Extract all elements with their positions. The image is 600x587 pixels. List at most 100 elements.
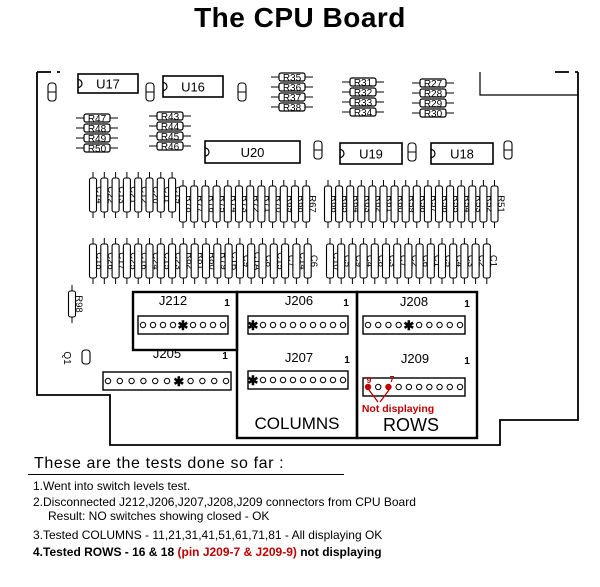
pack-r44-body xyxy=(156,121,184,131)
j209-pin-0 xyxy=(364,383,372,391)
low-right-label-2: C9 xyxy=(353,255,364,267)
j212-pin-3 xyxy=(169,321,177,329)
low-left-6-body xyxy=(156,243,165,279)
low-left-label-14: C1A xyxy=(252,252,263,271)
pack-label-r27: R27 xyxy=(424,79,443,90)
j212-pin1-label: 1 xyxy=(224,298,230,309)
top-res-left-label-9: R69 xyxy=(284,195,295,212)
pack-r33-body xyxy=(349,97,377,107)
pack-r49-body xyxy=(83,133,111,143)
chip-u19-label: U19 xyxy=(359,147,383,162)
top-res-left-11-body xyxy=(302,185,311,223)
top-res-right-7-body xyxy=(401,185,410,223)
j205-pin-7 xyxy=(187,377,194,385)
j209-pin-7 xyxy=(436,383,443,391)
low-left-0-body xyxy=(88,243,98,279)
pack-r38-body xyxy=(278,102,306,112)
pack-label-r32: R32 xyxy=(354,88,373,99)
low-right-label-3: C4 xyxy=(364,255,375,267)
low-right-8-body xyxy=(415,243,424,279)
low-right-label-8: C6 xyxy=(420,255,431,267)
low-right-label-11: C4 xyxy=(454,255,465,267)
low-right-label-12: C3 xyxy=(465,255,476,267)
j209-label: J209 xyxy=(401,351,429,366)
j209-pin-8 xyxy=(446,383,453,391)
j207-pin-8 xyxy=(329,376,337,384)
top-res-right-label-5: R61 xyxy=(384,195,395,212)
j212-label: J212 xyxy=(159,293,187,308)
top-res-left-6-body xyxy=(246,185,255,223)
j212-pin-0 xyxy=(139,321,147,329)
j207-pin-6 xyxy=(309,376,317,384)
top-res-left-label-1: R77 xyxy=(195,195,206,212)
j209-pin-5 xyxy=(415,383,423,391)
j209-pin-3 xyxy=(395,383,402,391)
top-res-right-label-8: R58 xyxy=(417,195,428,212)
top-res-left-1-body xyxy=(190,185,199,223)
test-item-4-pins: (pin J209-7 & J209-9) xyxy=(177,545,297,559)
top-res-left-5-body xyxy=(234,185,244,223)
annotation-arrow-a xyxy=(368,389,379,403)
low-left-11-body xyxy=(213,243,222,279)
low-right-label-1: C5 xyxy=(342,255,353,267)
low-right-13-body xyxy=(471,243,480,279)
low-left-3-body xyxy=(122,243,131,279)
pack-label-r30: R30 xyxy=(424,109,443,120)
j209-pin1-label: 1 xyxy=(464,356,470,367)
j208-pin-9 xyxy=(456,321,464,329)
pack-r37-body xyxy=(278,92,306,102)
j208-pin-3 xyxy=(395,321,402,329)
top-res-right-label-13: R53 xyxy=(473,195,484,212)
top-res-left-8-body xyxy=(268,185,277,223)
low-right-2-body xyxy=(348,243,357,279)
j205-pin-2 xyxy=(128,377,135,385)
j208-pin-0 xyxy=(364,321,372,329)
j209-pin-6 xyxy=(426,383,433,391)
j207-pin-4 xyxy=(289,376,297,384)
chip-u19-notch xyxy=(339,148,345,159)
top-res-left-label-3: R75 xyxy=(217,195,228,212)
j207-pin-2 xyxy=(269,376,277,384)
pack-r29-body xyxy=(419,98,447,108)
low-left-label-19: C6 xyxy=(308,255,319,267)
top-res-left-10-body xyxy=(290,185,300,223)
pack-label-r49: R49 xyxy=(88,134,107,145)
r98-body xyxy=(67,290,77,318)
tests-heading: These are the tests done so far : xyxy=(34,455,285,472)
j207-pin-7 xyxy=(319,376,327,384)
top-cap-6-body xyxy=(156,177,165,213)
low-right-label-4: C8 xyxy=(375,255,386,267)
top-res-right-8-body xyxy=(412,185,421,223)
top-res-left-9-body xyxy=(279,185,288,223)
top-res-left-label-8: R70 xyxy=(273,195,284,212)
low-right-label-5: C3 xyxy=(387,255,398,267)
top-res-left-label-6: R72 xyxy=(251,195,262,212)
j206-pin-7 xyxy=(319,321,327,329)
j206-pin-5 xyxy=(299,321,307,329)
low-left-label-16: C15 xyxy=(274,252,285,269)
test-item-4-prefix: 4.Tested ROWS - 16 & 18 xyxy=(33,545,178,559)
low-right-label-10: C5 xyxy=(443,255,454,267)
low-right-9-body xyxy=(426,243,435,279)
test-item-4-suffix: not displaying xyxy=(296,545,382,559)
j205-pin1-label: 1 xyxy=(222,351,228,362)
low-left-19-body xyxy=(303,243,312,279)
j212-pin-8 xyxy=(219,321,227,329)
chip-u17-label: U17 xyxy=(96,77,120,92)
j207-pin1-label: 1 xyxy=(344,355,350,366)
j205-pin-5 xyxy=(163,377,171,385)
low-left-2-body xyxy=(111,243,120,279)
top-res-right-0-body xyxy=(323,185,333,223)
j205-key-pin: ✱ xyxy=(173,374,184,389)
chip-u18-label: U18 xyxy=(450,147,474,162)
top-cap-label-1: C22 xyxy=(105,186,116,203)
top-res-left-label-4: R74 xyxy=(228,195,239,212)
j212-pin-2 xyxy=(159,321,167,329)
pack-label-r37: R37 xyxy=(283,93,302,104)
j206-pin-8 xyxy=(329,321,337,329)
j208-pin-8 xyxy=(446,321,453,329)
rows-label: ROWS xyxy=(383,415,439,435)
